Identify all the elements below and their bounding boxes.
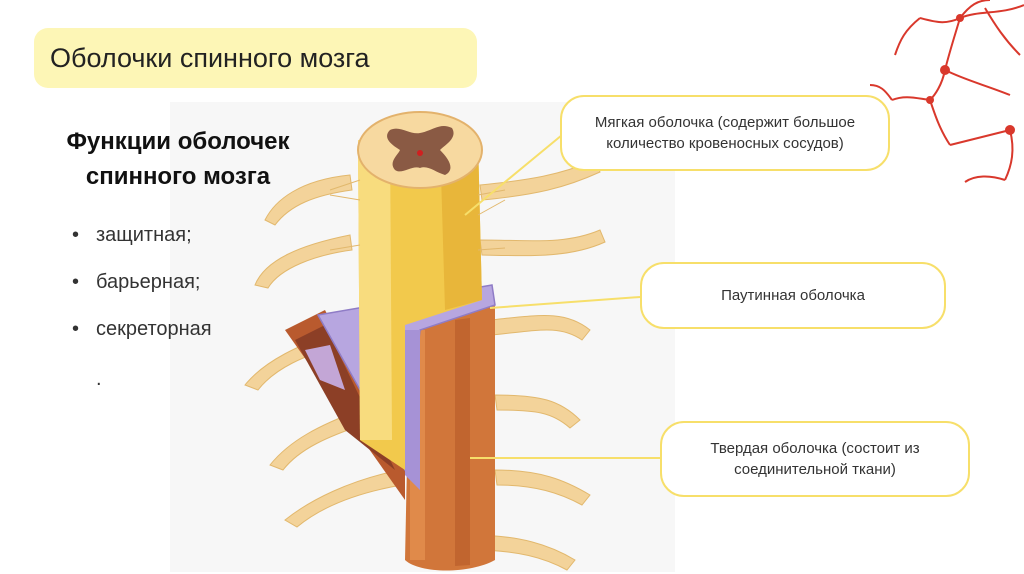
callout-arachnoid-mater: Паутинная оболочка: [640, 262, 946, 329]
list-item: секреторная: [72, 318, 212, 365]
page-title: Оболочки спинного мозга: [50, 43, 370, 74]
callout-pia-mater: Мягкая оболочка (содержит большое количе…: [560, 95, 890, 171]
trailing-dot: .: [96, 368, 102, 391]
functions-heading: Функции оболочек спинного мозга: [28, 124, 328, 194]
list-item: барьерная;: [72, 271, 212, 318]
list-item: защитная;: [72, 224, 212, 271]
callout-dura-mater: Твердая оболочка (состоит из соединитель…: [660, 421, 970, 497]
neuron-decoration: [870, 0, 1024, 182]
functions-list: защитная; барьерная; секреторная: [72, 224, 212, 365]
title-box: Оболочки спинного мозга: [34, 28, 477, 88]
